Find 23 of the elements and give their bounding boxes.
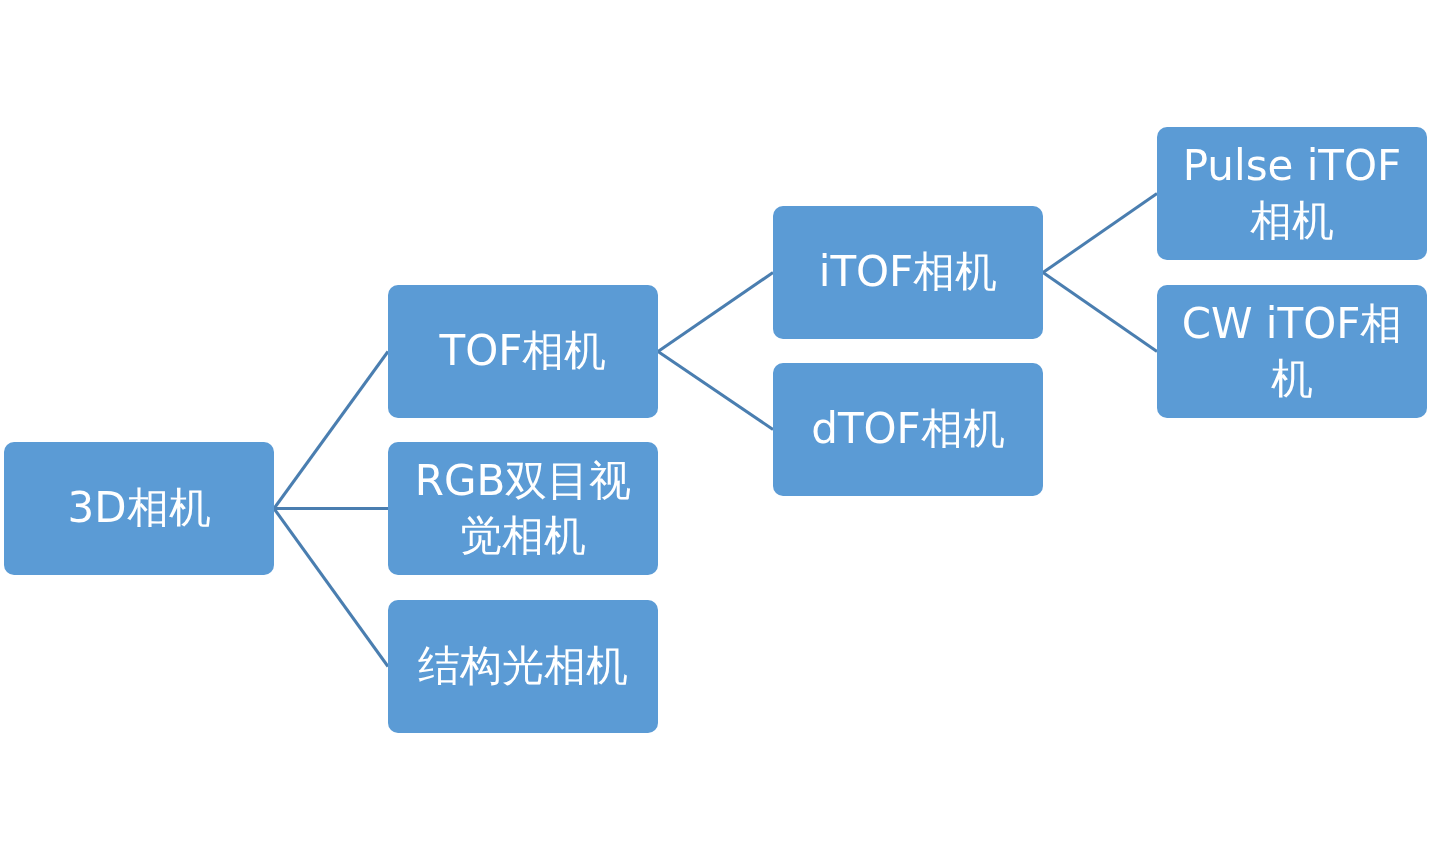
category-box [773, 363, 1043, 496]
category-box [1157, 285, 1427, 418]
connector-line [657, 350, 774, 431]
category-box [1157, 127, 1427, 260]
box-label: RGB双目视觉相机 [413, 454, 633, 562]
category-box [388, 442, 658, 575]
box-label: iTOF相机 [818, 246, 998, 299]
connector-line [1042, 271, 1158, 353]
category-box [388, 285, 658, 418]
box-label: CW iTOF相机 [1180, 297, 1404, 405]
box-label: 3D相机 [67, 482, 211, 535]
connector-line [274, 507, 388, 510]
category-box [773, 206, 1043, 339]
box-label: 结构光相机 [418, 640, 628, 693]
connector-line [272, 350, 390, 510]
box-label: Pulse iTOF相机 [1181, 139, 1403, 247]
category-box [4, 442, 274, 575]
connector-line [657, 271, 774, 353]
connector-line [272, 507, 390, 668]
box-label: dTOF相机 [811, 403, 1005, 456]
connector-line [1042, 192, 1158, 274]
category-box [388, 600, 658, 733]
box-label: TOF相机 [439, 325, 607, 378]
